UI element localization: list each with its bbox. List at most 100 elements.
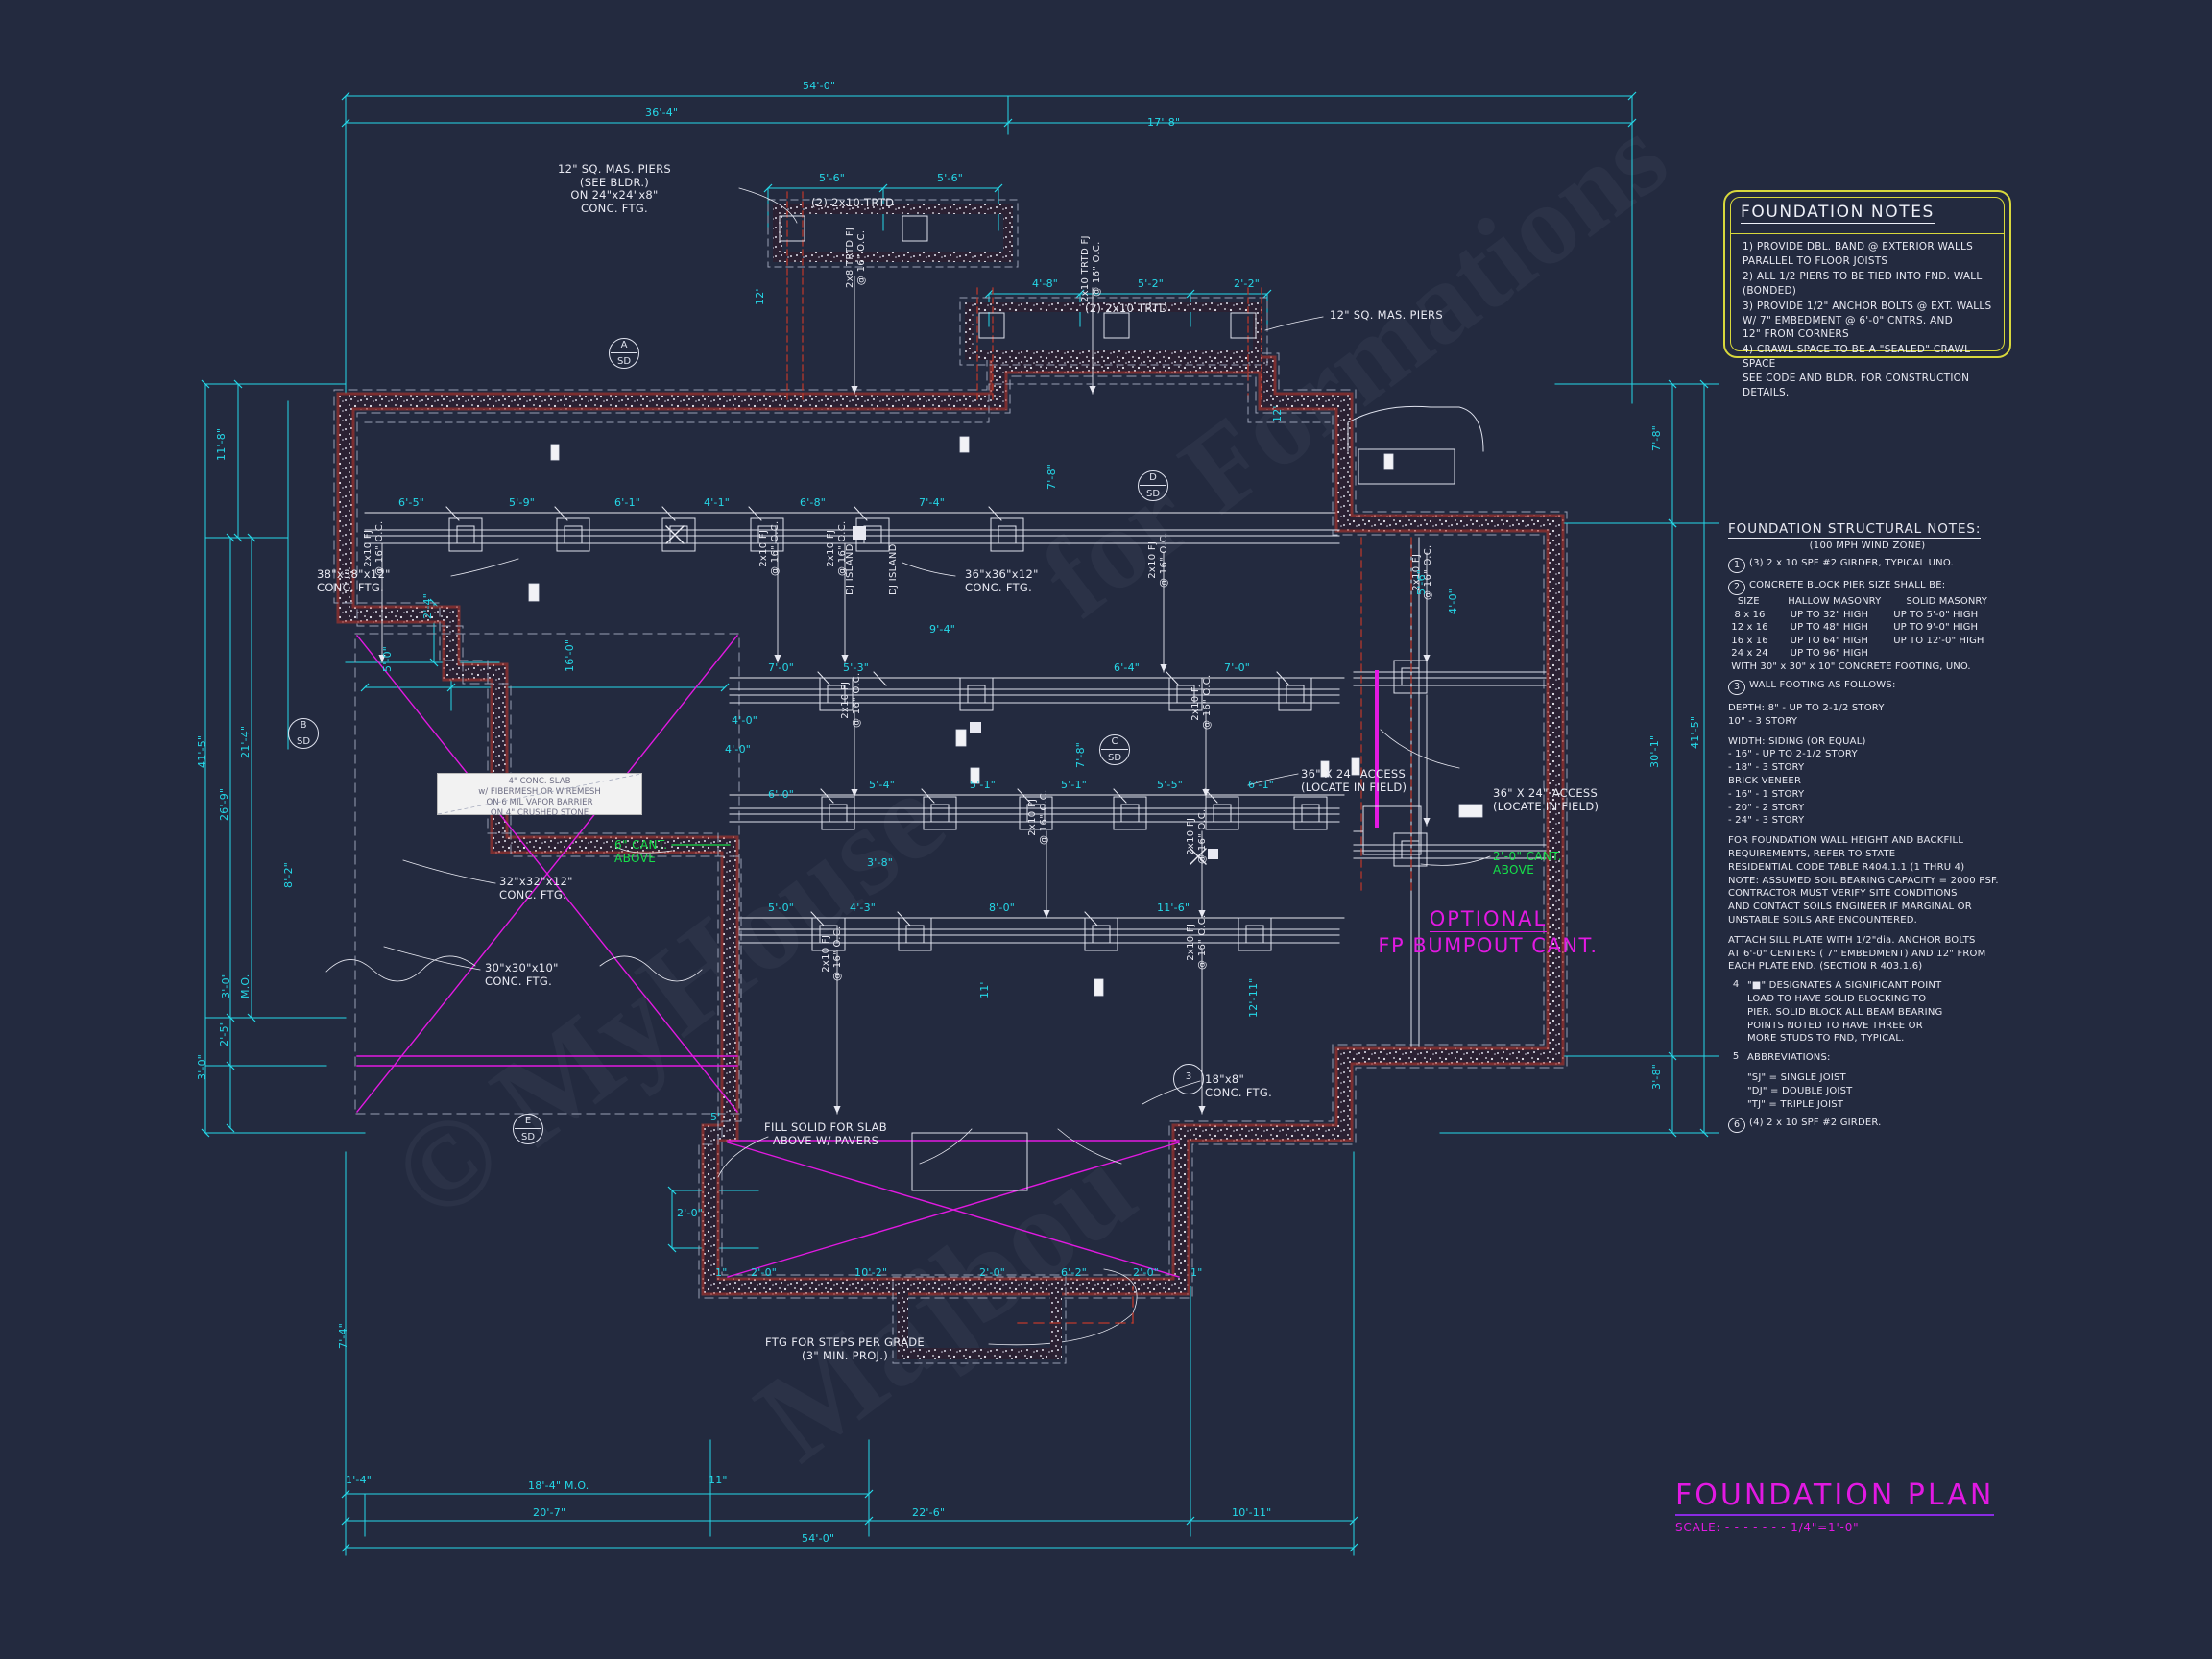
- bubble-d-bottom: SD: [1145, 489, 1161, 499]
- dimension-bottom-8: 2'-0": [751, 1266, 778, 1279]
- dimension-vertical_interior-1: 12': [1271, 405, 1284, 422]
- bubble-d-divider: [1140, 485, 1166, 486]
- slab-note-strike: [438, 774, 641, 814]
- structural-notes-title: FOUNDATION STRUCTURAL NOTES:: [1728, 521, 1982, 539]
- dimension-interior_row2-2: 6'-4": [1114, 661, 1141, 674]
- dimension-interior_row1-5: 7'-4": [919, 496, 946, 509]
- dimension-right-3: 3'-8": [1650, 1063, 1663, 1090]
- dimension-left-6: M.O.: [239, 974, 252, 999]
- foundation-note-3: 3) PROVIDE 1/2" ANCHOR BOLTS @ EXT. WALL…: [1743, 300, 1992, 341]
- note-number-2: 2: [1728, 580, 1745, 595]
- dimension-top-1: 36'-4": [645, 107, 679, 119]
- dimension-bottom-0: 1'-4": [346, 1474, 373, 1486]
- bubble-e-divider: [515, 1128, 541, 1129]
- fj-f: 2x10 FJ @ 16" O.C.: [1190, 674, 1213, 731]
- slab-note-text: 4" CONC. SLAB w/ FIBERMESH OR WIREMESH O…: [478, 777, 601, 818]
- slab-note-highlight: 4" CONC. SLAB w/ FIBERMESH OR WIREMESH O…: [437, 773, 642, 818]
- dimension-left-2: 21'-4": [239, 725, 252, 758]
- dimension-bottom-4: 22'-6": [912, 1506, 946, 1519]
- ftg-38: 38"x38"x12" CONC. FTG.: [317, 567, 391, 594]
- fj-d: 2x10 FJ @ 16" O.C.: [1147, 532, 1169, 589]
- soil-backfill-paragraph: FOR FOUNDATION WALL HEIGHT AND BACKFILL …: [1728, 835, 1999, 926]
- fj-h: 2x10 FJ @ 16" O.C.: [1186, 808, 1208, 865]
- foundation-note-1: 1) PROVIDE DBL. BAND @ EXTERIOR WALLS PA…: [1743, 241, 1974, 267]
- dimension-interior_row2-0: 7'-0": [768, 661, 795, 674]
- dimension-left-7: 2'-5": [218, 1020, 230, 1046]
- dimension-left-3: 26'-9": [218, 787, 230, 821]
- dimension-right-0: 7'-8": [1650, 424, 1663, 451]
- foundation-notes-title: FOUNDATION NOTES: [1741, 203, 1935, 224]
- note-text-1: (3) 2 x 10 SPF #2 GIRDER, TYPICAL UNO.: [1749, 558, 1954, 568]
- dimension-vertical_interior-0: 7'-8": [1046, 463, 1058, 490]
- access-left: 36" X 24" ACCESS (LOCATE IN FIELD): [1301, 767, 1407, 794]
- bubble-a-top: A: [620, 340, 628, 350]
- dimension-top-7: 2'-2": [1234, 277, 1261, 290]
- dimension-top-3: 5'-6": [819, 172, 846, 184]
- sill-plate-paragraph: ATTACH SILL PLATE WITH 1/2"dia. ANCHOR B…: [1728, 934, 1986, 973]
- dimension-bottom-10: 2'-0": [979, 1266, 1006, 1279]
- dimension-interior_row3-3: 5'-1": [1061, 779, 1088, 791]
- dimension-bottom-6: 54'-0": [802, 1532, 835, 1545]
- ftg-18: 18"x8" CONC. FTG.: [1205, 1072, 1273, 1099]
- bubble-b[interactable]: B SD: [288, 718, 319, 749]
- fj-i: 2x10 FJ @ 16" O.C.: [821, 926, 843, 982]
- dimension-vertical_interior-2: 7'-8": [1074, 741, 1087, 768]
- footing-width-spec: WIDTH: SIDING (OR EQUAL) - 16" - UP TO 2…: [1728, 735, 1866, 827]
- note-text-2: CONCRETE BLOCK PIER SIZE SHALL BE:: [1749, 580, 1946, 590]
- fj-k: 2x8 TRTD FJ @ 16" O.C.: [845, 227, 867, 288]
- dimension-left-4: 8'-2": [282, 861, 295, 888]
- ftg-steps: FTG FOR STEPS PER GRADE (3" MIN. PROJ.): [765, 1335, 925, 1362]
- bubble-c-bottom: SD: [1107, 753, 1122, 763]
- ftg-36: 36"x36"x12" CONC. FTG.: [965, 567, 1039, 594]
- structural-note-3: 3 WALL FOOTING AS FOLLOWS:: [1728, 679, 2035, 695]
- dimension-vertical_interior-5: 12': [754, 288, 766, 305]
- dimension-top-4: 5'-6": [937, 172, 964, 184]
- foundation-notes-inner-border: [1730, 197, 2005, 351]
- note-number-1: 1: [1728, 558, 1745, 573]
- dimension-interior_row2-4: 9'-4": [929, 623, 956, 636]
- bubble-3[interactable]: 3: [1173, 1064, 1204, 1094]
- girder-2x10-trtd-1: (2) 2x10 TRTD: [811, 196, 895, 209]
- dimension-left-12: 16'-0": [564, 638, 576, 672]
- dj-island-2: DJ ISLAND: [888, 543, 899, 595]
- dimension-bottom-12: 2'-0": [1133, 1266, 1160, 1279]
- dimension-interior_row3-1: 5'-4": [869, 779, 896, 791]
- note-text-5: ABBREVIATIONS:: [1747, 1052, 1831, 1064]
- bubble-b-top: B: [300, 720, 307, 731]
- dimension-top-5: 4'-8": [1032, 277, 1059, 290]
- dimension-interior_row3-4: 5'-5": [1157, 779, 1184, 791]
- structural-note-1: 1 (3) 2 x 10 SPF #2 GIRDER, TYPICAL UNO.: [1728, 557, 2035, 573]
- bubble-c-top: C: [1111, 736, 1118, 747]
- dimension-bottom-13: 1": [1190, 1266, 1203, 1279]
- dimension-left-11: 5'-0": [381, 645, 394, 672]
- title-block: FOUNDATION PLAN SCALE: - - - - - - - 1/4…: [1675, 1479, 1995, 1534]
- fj-j: 2x10 FJ @ 16" O.C.: [1186, 914, 1208, 971]
- dimension-left-10: 2'-4": [421, 592, 434, 619]
- fj-e: 2x10 FJ @ 16" O.C.: [840, 672, 862, 729]
- fj-g: 2x10 FJ @ 16" O.C.: [1027, 789, 1049, 846]
- dimension-interior_row3-2: 5'-1": [970, 779, 997, 791]
- dimension-vertical_interior-4: 11': [978, 981, 991, 998]
- dimension-interior_row4-3: 11'-6": [1157, 902, 1190, 914]
- dimension-right-5: 4'-0": [1447, 588, 1459, 614]
- fj-a: 2x10 FJ @ 16" O.C.: [363, 520, 385, 577]
- dimension-interior_row1-4: 6'-8": [800, 496, 827, 509]
- bubble-c[interactable]: C SD: [1099, 734, 1130, 765]
- dimension-bottom-11: 6'-2": [1061, 1266, 1088, 1279]
- dimension-left-1: 41'-5": [196, 734, 208, 768]
- dimension-top-6: 5'-2": [1138, 277, 1165, 290]
- dimension-top-2: 17'-8": [1147, 116, 1181, 129]
- bubble-3-top: 3: [1185, 1071, 1192, 1082]
- dimension-interior_row3-5: 6'-1": [1248, 779, 1275, 791]
- foundation-notes-list: 1) PROVIDE DBL. BAND @ EXTERIOR WALLS PA…: [1743, 240, 2000, 401]
- dimension-interior_row1-2: 6'-1": [614, 496, 641, 509]
- dimension-interior_row4-4: 3'-8": [867, 856, 894, 869]
- optional-label-line2: FP BUMPOUT CANT.: [1378, 934, 1599, 957]
- bubble-e-bottom: SD: [520, 1132, 536, 1142]
- bubble-b-bottom: SD: [296, 736, 311, 747]
- structural-note-4: 4 "■" DESIGNATES A SIGNIFICANT POINT LOA…: [1728, 979, 2035, 1046]
- dimension-interior_row1-3: 4'-1": [704, 496, 731, 509]
